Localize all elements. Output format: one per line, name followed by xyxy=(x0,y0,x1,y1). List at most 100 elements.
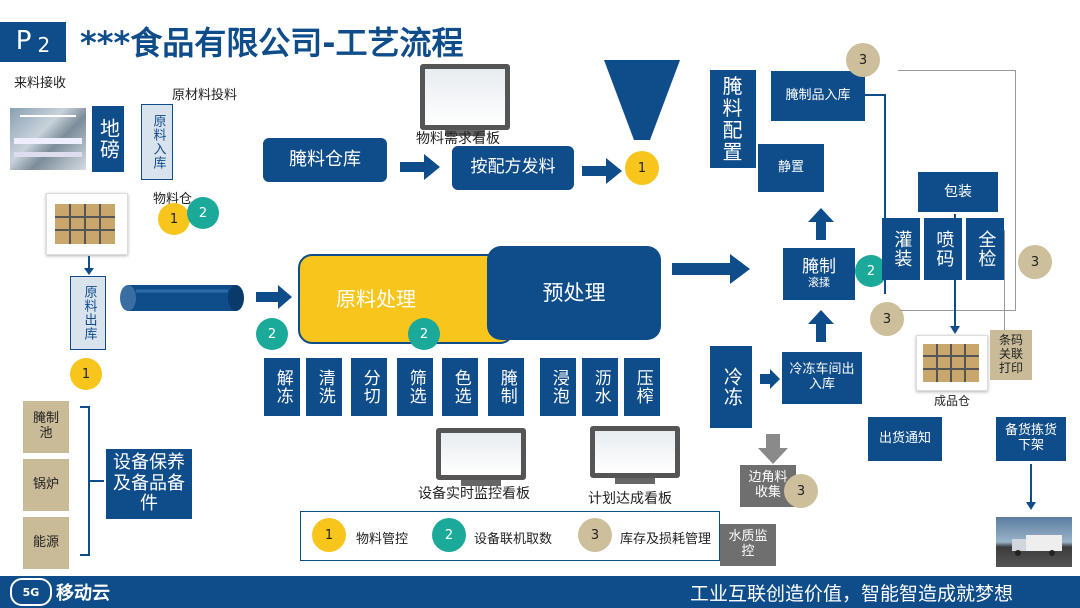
equip-title-box[interactable]: 设备保养及备品备件 xyxy=(106,449,192,519)
page-number-badge: P 2 xyxy=(0,22,66,62)
water-monitor-box[interactable]: 水质监控 xyxy=(720,524,776,566)
monitor-demand xyxy=(420,64,510,136)
step-press[interactable]: 压榨 xyxy=(624,358,660,416)
arrow-right-dispatch xyxy=(582,158,622,188)
pickle-config-box[interactable]: 腌料配置 xyxy=(710,70,756,168)
board-monitor-text: 设备实时监控看板 xyxy=(418,486,530,502)
legend-text-1: 物料管控 xyxy=(356,532,409,547)
marker-2-raw-center: 2 xyxy=(408,318,440,350)
freeze-box[interactable]: 冷冻 xyxy=(710,346,752,428)
page-prefix: P xyxy=(15,26,32,57)
equip-item-boiler[interactable]: 锅炉 xyxy=(23,459,69,511)
page-title: ***食品有限公司-工艺流程 xyxy=(80,24,464,62)
arrow-right-pickle xyxy=(400,154,440,184)
marker-2-roll: 2 xyxy=(855,255,887,287)
equip-item-pickle-pool[interactable]: 腌制池 xyxy=(23,401,69,453)
board-demand-label: 物料需求看板 xyxy=(416,131,500,147)
warehouse-photo xyxy=(10,108,86,170)
equip-bracket xyxy=(80,406,90,556)
barcode-box[interactable]: 条码关联打印 xyxy=(990,330,1032,380)
logo-badge: 5G xyxy=(22,585,40,599)
truck-photo xyxy=(996,517,1072,567)
step-color-sort[interactable]: 色选 xyxy=(442,358,478,416)
raw-out-box[interactable]: 原料出库 xyxy=(70,276,106,350)
pickle-roll-box[interactable]: 腌制 滚揉 xyxy=(783,248,855,300)
step-cut[interactable]: 分切 xyxy=(351,358,387,416)
pre-process-box[interactable]: 预处理 xyxy=(487,246,661,340)
ship-notice-box[interactable]: 出货通知 xyxy=(868,417,942,461)
monitor-plan xyxy=(590,426,680,484)
line-right-vert xyxy=(1015,70,1016,310)
marker-2-raw-left: 2 xyxy=(256,318,288,350)
pickle-roll-sub: 滚揉 xyxy=(808,276,830,290)
footer-slogan: 工业互联创造价值，智能智造成就梦想 xyxy=(690,583,1014,605)
raw-in-label: 原料入库 xyxy=(150,114,166,170)
legend-marker-1: 1 xyxy=(312,518,346,552)
pickle-in-box[interactable]: 腌制品入库 xyxy=(771,71,865,121)
dispatch-box[interactable]: 按配方发料 xyxy=(452,146,574,190)
rest-box[interactable]: 静置 xyxy=(758,144,824,192)
fill-box[interactable]: 灌装 xyxy=(882,218,920,280)
arrow-down-finished xyxy=(954,214,956,330)
hopper-icon xyxy=(604,60,680,146)
warehouse-photo-icon xyxy=(14,115,82,157)
arrow-down-raw-out xyxy=(88,256,90,270)
raw-input-label: 原材料投料 xyxy=(172,88,238,103)
freeze-in-box[interactable]: 冷冻车间出入库 xyxy=(782,352,862,404)
inspect-box[interactable]: 全检 xyxy=(966,218,1004,280)
arrow-down-finished-head xyxy=(950,326,960,334)
spray-box[interactable]: 喷码 xyxy=(924,218,962,280)
equip-item-energy[interactable]: 能源 xyxy=(23,517,69,569)
pickle-warehouse-box[interactable]: 腌料仓库 xyxy=(263,138,387,182)
legend-text-3: 库存及损耗管理 xyxy=(620,532,712,547)
arrow-up-rest xyxy=(808,208,834,244)
arrow-right-conveyor xyxy=(256,285,294,313)
step-soak[interactable]: 浸泡 xyxy=(540,358,576,416)
monitor-realtime-stand xyxy=(461,480,501,486)
marker-3-pack: 3 xyxy=(870,302,904,336)
monitor-plan-screen xyxy=(590,426,680,478)
arrow-down-truck-head xyxy=(1026,502,1036,510)
marker-1-material: 1 xyxy=(158,203,190,235)
picking-box[interactable]: 备货拣货下架 xyxy=(996,417,1066,461)
footer-logo: 5G 移动云 xyxy=(10,578,110,606)
shelf-photo-icon xyxy=(55,204,115,244)
step-drain[interactable]: 沥水 xyxy=(582,358,618,416)
arrow-right-preprocess xyxy=(672,254,752,288)
legend-marker-2: 2 xyxy=(432,518,466,552)
finished-shelf-photo xyxy=(916,335,988,391)
pickle-roll-label: 腌制 xyxy=(802,256,836,277)
monitor-demand-screen xyxy=(420,64,510,130)
truck-icon xyxy=(1012,535,1062,556)
page-number: 2 xyxy=(37,32,51,57)
monitor-demand-stand xyxy=(445,130,485,136)
cloud-icon: 5G xyxy=(10,578,52,606)
marker-3-right: 3 xyxy=(1018,245,1052,279)
marker-2-material: 2 xyxy=(187,197,219,229)
step-sift[interactable]: 筛选 xyxy=(397,358,433,416)
raw-in-box[interactable]: 原料入库 xyxy=(141,104,173,180)
line-right-bottom xyxy=(900,310,1016,311)
receive-label: 来料接收 xyxy=(14,76,67,91)
marker-1-raw-out: 1 xyxy=(70,358,102,390)
line-top-right xyxy=(898,70,1016,71)
legend-text-2: 设备联机取数 xyxy=(474,532,553,547)
legend xyxy=(300,511,720,561)
arrow-up-roll xyxy=(808,310,834,346)
monitor-plan-stand xyxy=(615,478,655,484)
footer-bar xyxy=(0,576,1080,608)
monitor-realtime xyxy=(436,428,526,486)
raw-out-label: 原料出库 xyxy=(81,285,97,341)
marker-3-top: 3 xyxy=(846,43,880,77)
step-pickle[interactable]: 腌制 xyxy=(488,358,524,416)
raw-process-box[interactable]: 原料处理 xyxy=(298,254,514,344)
finished-warehouse-label: 成品仓 xyxy=(934,394,971,408)
arrow-down-raw-out-head xyxy=(84,268,94,275)
marker-3-corner: 3 xyxy=(784,474,818,508)
legend-marker-3: 3 xyxy=(578,518,612,552)
step-thaw[interactable]: 解冻 xyxy=(264,358,300,416)
step-wash[interactable]: 清洗 xyxy=(306,358,342,416)
package-box[interactable]: 包装 xyxy=(918,172,998,212)
board-monitor-label: 设备实时监控看板 xyxy=(418,486,538,504)
dibang-box[interactable]: 地磅 xyxy=(92,106,124,172)
